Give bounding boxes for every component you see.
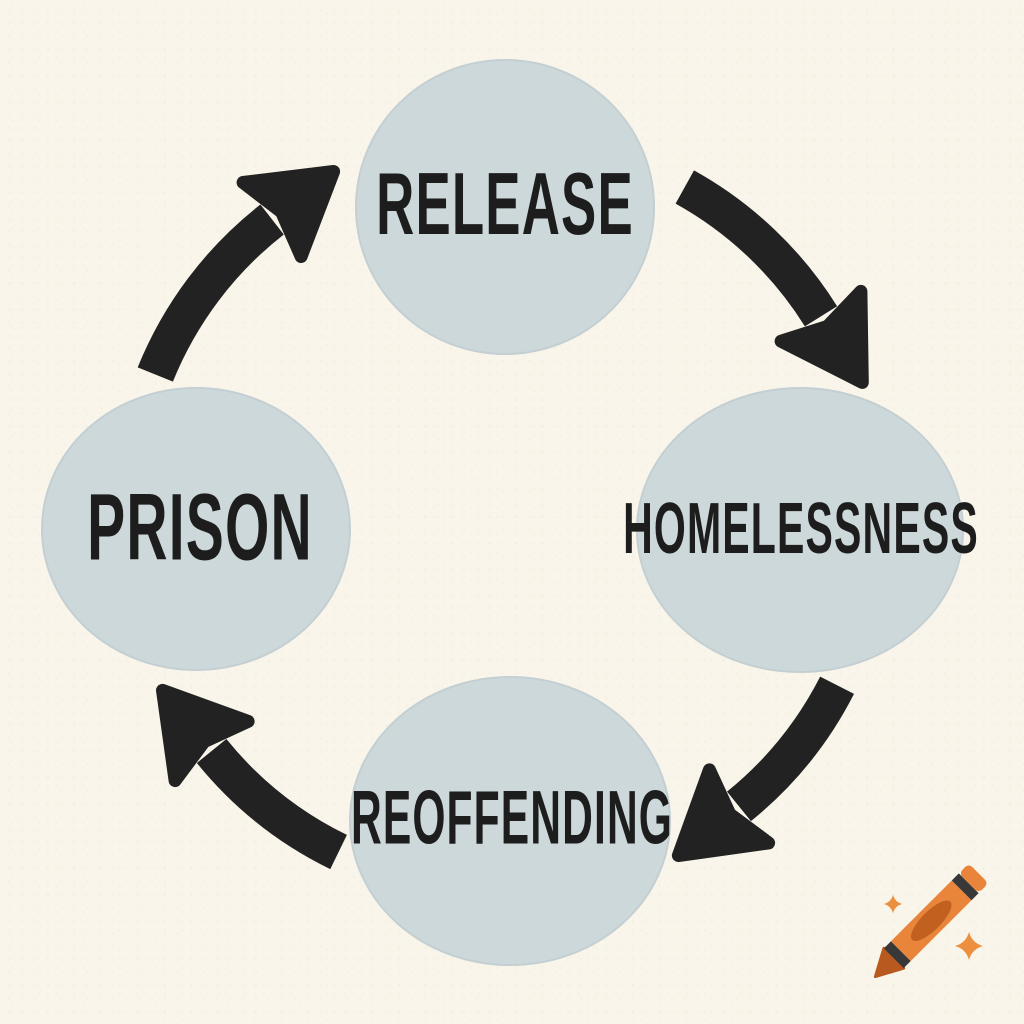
node-circle-reoffending: [349, 676, 671, 966]
arrow-release-to-homelessness-icon: [675, 170, 869, 389]
node-label-prison: PRISON: [87, 474, 313, 581]
node-circle-homelessness: [636, 387, 964, 673]
craiyon-crayon-logo: [873, 865, 987, 979]
sparkle-large-icon: [955, 932, 983, 960]
node-label-homelessness: HOMELESSNESS: [623, 489, 979, 569]
node-label-reoffending: REOFFENDING: [350, 775, 674, 861]
arrow-prison-to-release-icon: [137, 165, 341, 382]
node-circle-release: [355, 59, 655, 355]
crayon-icon: [873, 865, 987, 979]
sparkle-small-icon: [884, 895, 902, 913]
arrow-reoffending-to-prison-icon: [156, 683, 348, 870]
node-circle-prison: [41, 387, 351, 671]
arrow-homelessness-to-reoffending-icon: [671, 676, 855, 862]
node-label-release: RELEASE: [376, 154, 634, 253]
